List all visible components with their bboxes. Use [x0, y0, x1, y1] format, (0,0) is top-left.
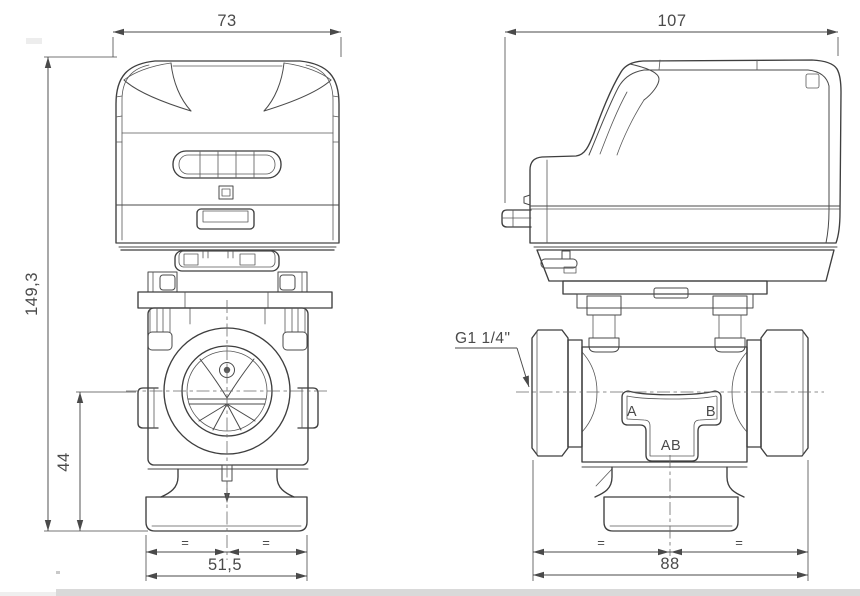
dimension-total-height: 149,3 [23, 56, 148, 532]
port-a-label: A [627, 404, 637, 420]
total-height-label: 149,3 [23, 272, 41, 316]
port-b-label: B [706, 404, 716, 420]
dimension-side-port-span: = = 88 [532, 460, 809, 581]
port-center-height-label: 44 [55, 452, 73, 471]
equal-mark-side-left: = [597, 535, 605, 550]
side-port-span-label: 88 [660, 555, 679, 573]
front-valve-body [126, 300, 330, 560]
front-flange-width-label: 51,5 [208, 556, 242, 574]
front-actuator [115, 60, 340, 251]
port-ab-label: AB [661, 438, 681, 454]
side-width-label: 107 [657, 12, 686, 30]
front-width-label: 73 [217, 12, 236, 30]
side-actuator [501, 59, 842, 282]
side-view [501, 59, 842, 556]
side-valve-body [516, 329, 824, 556]
dimension-front-flange-width: = = 51,5 [145, 535, 308, 581]
thread-callout: G1 1/4" [455, 330, 530, 388]
scan-artifacts [0, 38, 860, 596]
dimensions: 73 107 149,3 44 = = 51, [23, 12, 839, 581]
side-adapter [562, 280, 768, 353]
dimension-side-width: 107 [504, 12, 839, 203]
equal-mark-front-right: = [262, 535, 270, 550]
front-view [115, 60, 340, 560]
dimension-front-width: 73 [112, 12, 342, 57]
dimension-port-center-height: 44 [55, 391, 136, 531]
front-adapter [137, 250, 333, 309]
port-labels: A B AB [627, 404, 716, 454]
thread-size-label: G1 1/4" [455, 330, 511, 347]
equal-mark-side-right: = [735, 535, 743, 550]
equal-mark-front-left: = [181, 535, 189, 550]
